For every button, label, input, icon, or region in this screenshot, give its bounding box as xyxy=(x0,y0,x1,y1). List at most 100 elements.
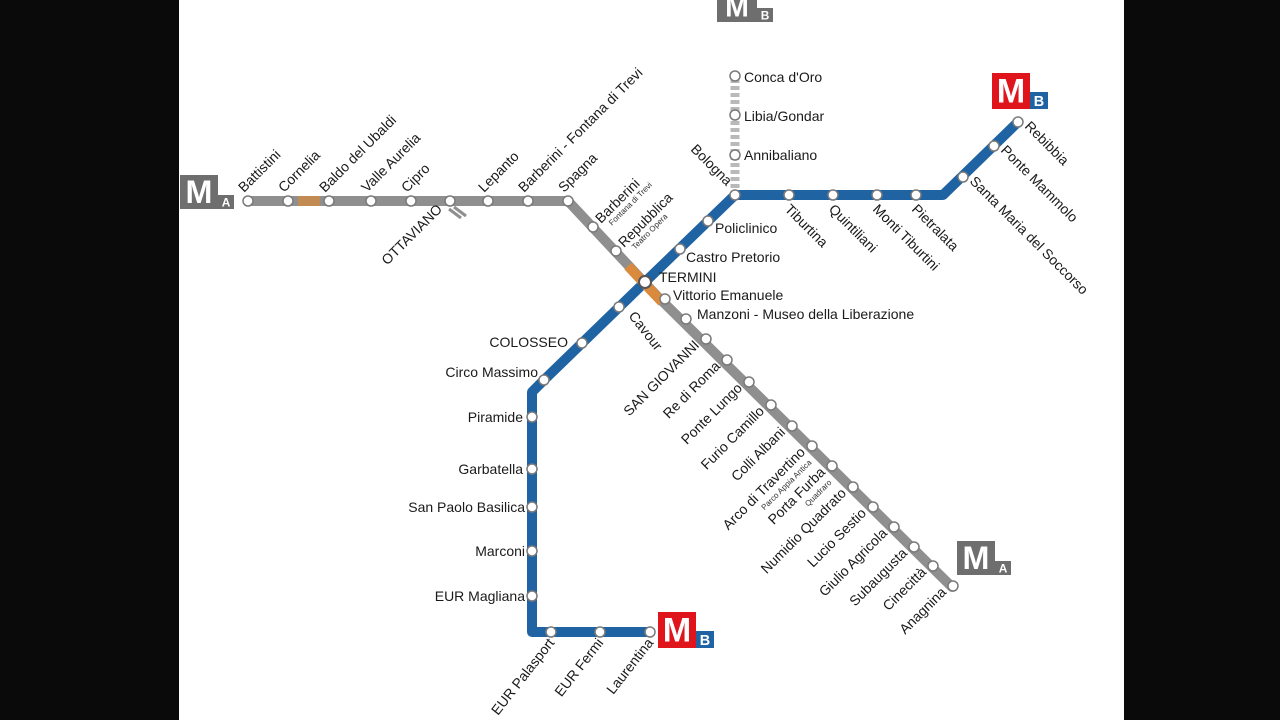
station-dot-circo-massimo[interactable] xyxy=(538,374,550,386)
station-dot-eur-fermi[interactable] xyxy=(594,626,606,638)
station-label-laurentina: Laurentina xyxy=(603,635,656,697)
logo-a-anagnina-m-box xyxy=(957,541,995,575)
station-label-libia-gondar: Libia/Gondar xyxy=(744,108,825,124)
station-dot-san-paolo-basilica[interactable] xyxy=(526,501,538,513)
stations-layer xyxy=(242,70,1024,638)
station-dot-eur-magliana[interactable] xyxy=(526,590,538,602)
station-dot-cipro[interactable] xyxy=(405,195,417,207)
station-label-castro-pretorio: Castro Pretorio xyxy=(686,249,780,265)
station-dot-laurentina[interactable] xyxy=(644,626,656,638)
station-label-circo-massimo: Circo Massimo xyxy=(445,364,538,380)
station-dot-marconi[interactable] xyxy=(526,545,538,557)
station-dot-libia-gondar[interactable] xyxy=(729,109,741,121)
station-dot-conca-d-oro[interactable] xyxy=(729,70,741,82)
station-dot-subaugusta[interactable] xyxy=(908,541,920,553)
station-dot-bologna[interactable] xyxy=(729,189,741,201)
station-dot-ponte-mammolo[interactable] xyxy=(988,140,1000,152)
logo-a-left-line-badge xyxy=(218,195,234,209)
logo-b-laurentina-m-letter: M xyxy=(663,612,691,650)
logo-b-top-line-badge xyxy=(757,8,773,22)
station-dot-colli-albani[interactable] xyxy=(786,420,798,432)
station-dot-barberini[interactable] xyxy=(587,221,599,233)
logo-b-top-m-box xyxy=(717,0,757,22)
station-dot-porta-furba[interactable] xyxy=(826,460,838,472)
station-dot-repubblica[interactable] xyxy=(610,245,622,257)
station-dot-monti-tiburtini[interactable] xyxy=(871,189,883,201)
station-dot-colosseo[interactable] xyxy=(576,337,588,349)
station-label-eur-palasport: EUR Palasport xyxy=(488,635,558,718)
logo-a-left-m-box xyxy=(180,175,218,209)
logo-b-top-line-letter: B xyxy=(761,8,770,22)
station-dot-numidio-quadrato[interactable] xyxy=(847,481,859,493)
ottaviano-tick xyxy=(448,207,462,220)
station-dot-spagna[interactable] xyxy=(562,195,574,207)
station-label-piramide: Piramide xyxy=(468,409,523,425)
station-dot-lucio-sestio[interactable] xyxy=(867,501,879,513)
logo-a-anagnina-m-letter: M xyxy=(963,540,990,576)
station-dot-policlinico[interactable] xyxy=(702,215,714,227)
station-dot-barberini-fontana-di-trevi[interactable] xyxy=(522,195,534,207)
station-dot-pietralata[interactable] xyxy=(910,189,922,201)
station-label-santa-maria-del-soccorso: Santa Maria del Soccorso xyxy=(967,173,1092,298)
station-dot-vittorio-emanuele[interactable] xyxy=(659,293,671,305)
station-label-annibaliano: Annibaliano xyxy=(744,147,817,163)
station-label-lepanto: Lepanto xyxy=(475,148,522,195)
logo-b-rebibbia-line-letter: B xyxy=(1034,94,1044,110)
station-dot-cavour[interactable] xyxy=(613,301,625,313)
station-label-eur-magliana: EUR Magliana xyxy=(435,588,525,604)
station-label-bologna: Bologna xyxy=(688,141,736,189)
station-dot-giulio-agricola[interactable] xyxy=(888,521,900,533)
station-dot-santa-maria-del-soccorso[interactable] xyxy=(957,171,969,183)
station-dot-re-di-roma[interactable] xyxy=(721,354,733,366)
station-label-cipro: Cipro xyxy=(398,160,433,195)
station-dot-rebibbia[interactable] xyxy=(1012,116,1024,128)
station-label-san-giovanni: SAN GIOVANNI xyxy=(620,337,702,419)
station-dot-cinecitt[interactable] xyxy=(927,560,939,572)
station-label-manzoni-museo-della-liberazione: Manzoni - Museo della Liberazione xyxy=(697,306,914,322)
station-label-eur-fermi: EUR Fermi xyxy=(551,635,606,699)
station-label-vittorio-emanuele: Vittorio Emanuele xyxy=(673,287,783,303)
station-dot-annibaliano[interactable] xyxy=(729,149,741,161)
station-dot-eur-palasport[interactable] xyxy=(545,626,557,638)
logo-b-top-m-letter: M xyxy=(725,0,749,24)
station-dot-ponte-lungo[interactable] xyxy=(743,376,755,388)
station-label-cavour: Cavour xyxy=(626,308,667,354)
station-label-termini: TERMINI xyxy=(659,269,717,285)
station-dot-quintiliani[interactable] xyxy=(827,189,839,201)
station-dot-anagnina[interactable] xyxy=(947,580,959,592)
ottaviano-tick xyxy=(453,205,467,218)
logo-b-laurentina-m-box xyxy=(658,612,696,648)
station-dot-ottaviano[interactable] xyxy=(444,195,456,207)
station-dot-garbatella[interactable] xyxy=(526,463,538,475)
station-dot-furio-camillo[interactable] xyxy=(765,399,777,411)
station-label-conca-d-oro: Conca d'Oro xyxy=(744,69,822,85)
station-label-cornelia: Cornelia xyxy=(275,147,323,195)
station-dot-san-giovanni[interactable] xyxy=(700,333,712,345)
logo-a-left-m-letter: M xyxy=(186,174,213,210)
station-dot-manzoni-museo-della-liberazione[interactable] xyxy=(680,313,692,325)
station-dot-termini-interchange[interactable] xyxy=(638,275,652,289)
station-dot-piramide[interactable] xyxy=(526,411,538,423)
logo-b-laurentina-line-badge xyxy=(696,631,714,648)
station-dot-cornelia[interactable] xyxy=(282,195,294,207)
station-dot-baldo-del-ubaldi[interactable] xyxy=(323,195,335,207)
station-label-baldo-del-ubaldi: Baldo del Ubaldi xyxy=(316,112,399,195)
station-dot-battistini[interactable] xyxy=(242,195,254,207)
station-label-san-paolo-basilica: San Paolo Basilica xyxy=(408,499,525,515)
station-dot-arco-di-travertino[interactable] xyxy=(806,440,818,452)
station-dot-lepanto[interactable] xyxy=(482,195,494,207)
station-dot-valle-aurelia[interactable] xyxy=(365,195,377,207)
station-dot-castro-pretorio[interactable] xyxy=(674,243,686,255)
station-label-tiburtina: Tiburtina xyxy=(782,201,832,251)
station-dot-tiburtina[interactable] xyxy=(783,189,795,201)
station-label-marconi: Marconi xyxy=(475,543,525,559)
station-label-ottaviano: OTTAVIANO xyxy=(378,201,445,268)
logo-a-left-line-letter: A xyxy=(222,195,231,209)
